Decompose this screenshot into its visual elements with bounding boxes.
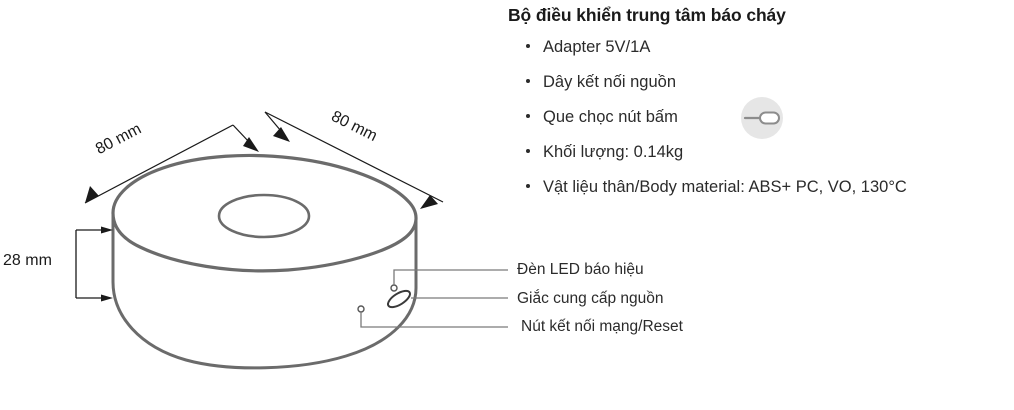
list-item: Vật liệu thân/Body material: ABS+ PC, VO… (522, 176, 1012, 211)
top-button-ring (217, 193, 311, 239)
bullet-icon (526, 149, 530, 153)
list-item: Adapter 5V/1A (522, 36, 1012, 71)
dimension-height (75, 226, 113, 302)
bullet-icon (526, 44, 530, 48)
callout-label-led-indicator: Đèn LED báo hiệu (517, 261, 644, 278)
list-item-label: Dây kết nối nguồn (543, 73, 677, 91)
list-item-label: Vật liệu thân/Body material: ABS+ PC, VO… (543, 178, 907, 196)
list-item: Dây kết nối nguồn (522, 71, 1012, 106)
callout-label-reset-button: Nút kết nối mạng/Reset (521, 318, 683, 335)
dimension-width-right (264, 111, 444, 209)
list-item: Que chọc nút bấm (522, 97, 1012, 141)
reset-button-hole (357, 305, 365, 313)
dimension-label-height: 28 mm (3, 252, 52, 269)
callout-label-power-jack: Giắc cung cấp nguồn (517, 290, 664, 307)
bullet-icon (526, 114, 530, 118)
sim-eject-pin-icon (741, 97, 783, 139)
list-item-label: Que chọc nút bấm (543, 108, 678, 126)
spec-list: Adapter 5V/1A Dây kết nối nguồn Que chọc… (522, 36, 1012, 211)
page-title: Bộ điều khiển trung tâm báo cháy (508, 5, 786, 25)
callout-leader-reset (360, 312, 508, 328)
spec-panel: Bộ điều khiển trung tâm báo cháy Adapter… (506, 0, 1014, 215)
list-item-label: Khối lượng: 0.14kg (543, 143, 684, 161)
bullet-icon (526, 184, 530, 188)
list-item: Khối lượng: 0.14kg (522, 141, 1012, 176)
callout-leader-led (393, 269, 508, 285)
bullet-icon (526, 79, 530, 83)
led-indicator-hole (390, 284, 398, 292)
dimension-width-left (84, 124, 259, 204)
list-item-label: Adapter 5V/1A (543, 38, 651, 56)
power-jack-port (387, 289, 411, 309)
